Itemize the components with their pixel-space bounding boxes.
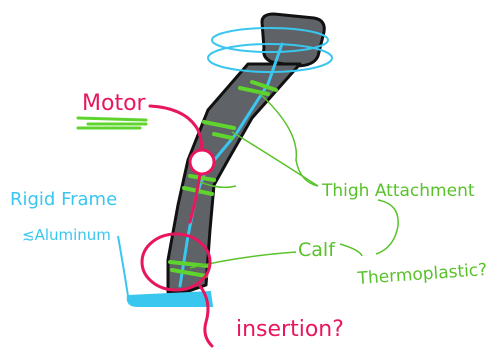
label-rigid-frame: Rigid Frame [10, 189, 117, 210]
label-thermoplastic: Thermoplastic? [356, 260, 488, 289]
foot-plate [128, 292, 212, 306]
label-aluminum: ≲Aluminum [22, 226, 111, 244]
motor-underline [78, 118, 146, 128]
rigid-frame-bracket [118, 236, 128, 296]
label-thigh-attachment: Thigh Attachment [321, 181, 475, 201]
label-motor: Motor [82, 91, 147, 116]
label-insertion: insertion? [236, 317, 344, 342]
thigh-cuff [262, 14, 324, 66]
label-calf: Calf [298, 239, 336, 261]
leg-frame [168, 64, 300, 292]
